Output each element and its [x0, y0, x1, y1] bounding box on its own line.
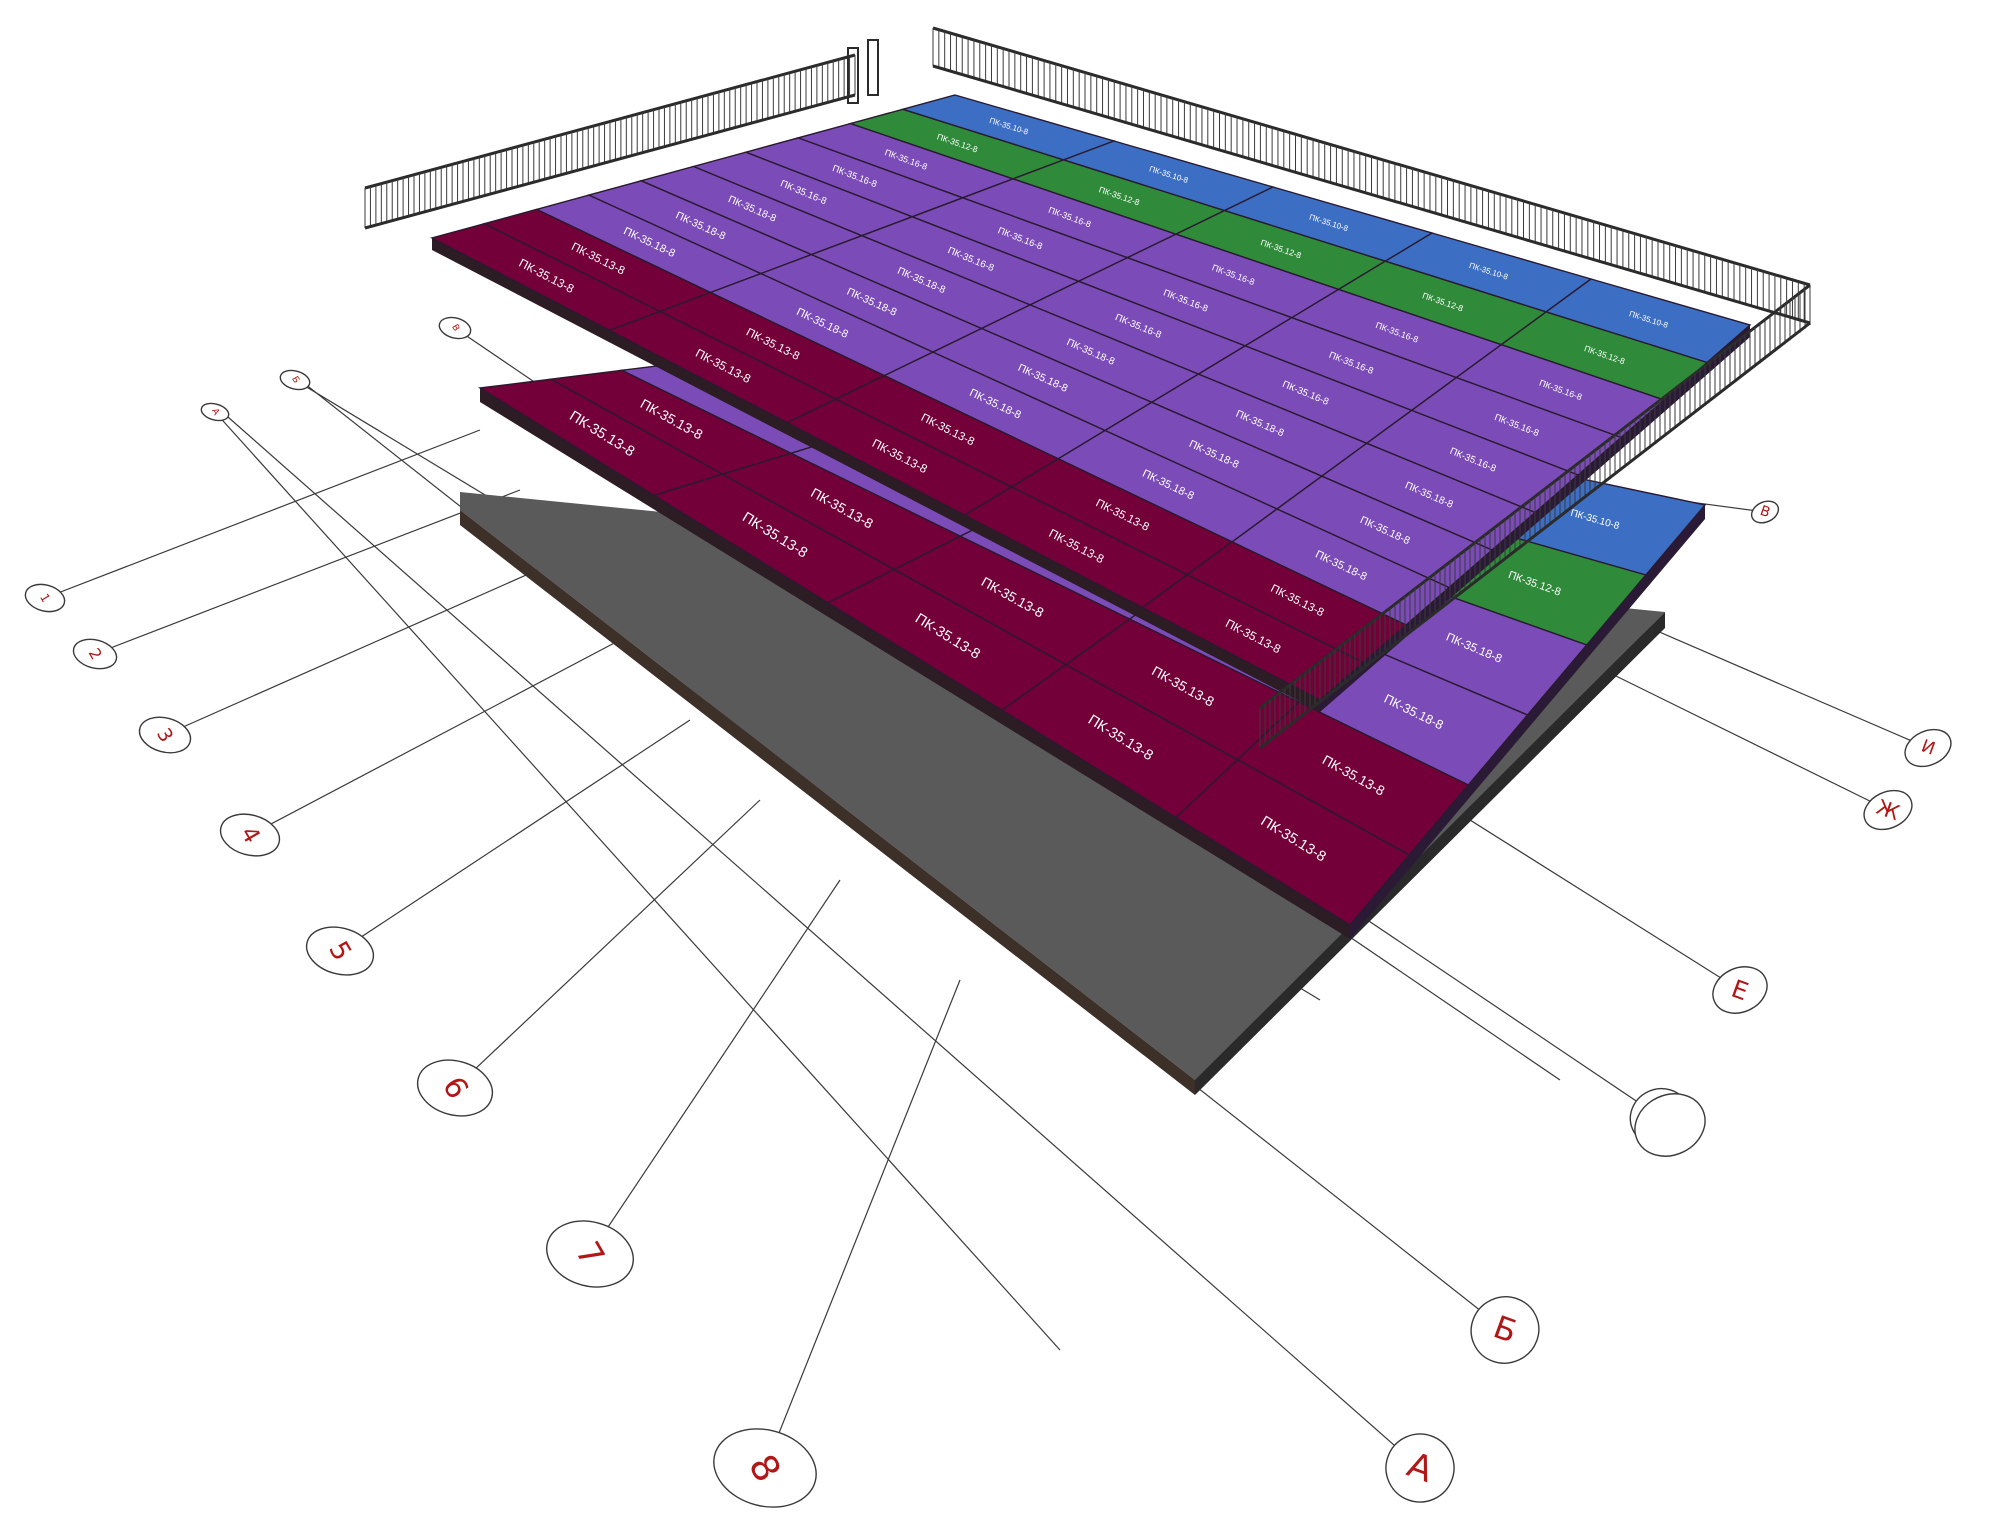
axis-bubble-letter-2-overlap [1634, 1093, 1706, 1157]
axis-line-1 [44, 429, 481, 599]
axis-bubble-1: 1 [24, 583, 66, 613]
axis-bubble-3-circle [138, 716, 192, 754]
foundation-side-right [1195, 612, 1665, 1095]
axis-line-3 [164, 559, 561, 736]
axis-bubble-8-circle [713, 1428, 817, 1508]
axis-bubble-small-2: Б [279, 369, 311, 391]
grid-axis-bubbles: 12345678АБДЕЖИВАБВ [24, 316, 1952, 1508]
lower-slab-edge-front [480, 388, 1350, 939]
axis-bubble-small-3: В [438, 316, 472, 340]
axis-bubble-small-1-label: А [209, 407, 221, 418]
railing-bottom-left [364, 93, 856, 230]
axis-bubble-letter-1-circle [1385, 1433, 1455, 1503]
axis-bubble-6: 6 [416, 1059, 494, 1117]
axis-bubble-2-circle [72, 638, 118, 670]
axis-bubble-letter-2: Б [1470, 1296, 1540, 1364]
axis-line-small-1 [214, 411, 1061, 1351]
axis-line-5 [339, 719, 691, 952]
axis-line-4 [249, 639, 621, 836]
axis-bubble-letter-6: И [1904, 728, 1952, 768]
axis-bubble-8: 8 [713, 1428, 817, 1508]
axis-bubble-small-2-circle [279, 369, 311, 391]
lower-slab-edge-right [1350, 505, 1705, 939]
axis-line-letter-1 [219, 409, 1421, 1469]
axis-bubble-4: 4 [219, 813, 281, 857]
axis-bubble-7-circle [545, 1220, 635, 1288]
axis-bubble-letter-1: А [1385, 1433, 1455, 1503]
axis-bubble-letter-5: Ж [1863, 789, 1913, 831]
upper-slab-edge-front [432, 238, 1320, 712]
axis-bubble-letter-4-circle [1712, 966, 1768, 1014]
axis-bubble-4-circle [219, 813, 281, 857]
axis-bubble-letter-2-circle [1470, 1296, 1540, 1364]
axis-bubble-letter-5-circle [1863, 789, 1913, 831]
axis-bubble-2: 2 [72, 638, 118, 670]
axis-bubble-small-3-label: В [449, 323, 461, 333]
railing-bottom-back [932, 64, 1811, 325]
axis-bubble-7: 7 [545, 1220, 635, 1288]
axis-bubble-letter-4: Е [1712, 966, 1768, 1014]
axis-bubble-letter-6-circle [1904, 728, 1952, 768]
railing-gate-post [847, 47, 859, 104]
axis-line-7 [589, 879, 841, 1255]
axis-line-2 [94, 489, 521, 655]
axis-bubble-5-circle [305, 926, 375, 976]
axis-bubble-small-1-circle [200, 402, 230, 422]
axis-bubble-1-circle [24, 583, 66, 613]
axis-bubble-small-1: А [200, 402, 230, 422]
upper-floor-slab: ПК-35.10-8ПК-35.10-8ПК-35.10-8ПК-35.10-8… [430, 94, 1752, 712]
axis-bubble-letter-2-overlap-circle [1634, 1093, 1706, 1157]
axis-bubble-small-2-label: Б [289, 375, 301, 385]
axis-bubble-letter-6-label: И [1918, 736, 1937, 759]
axis-line-6 [454, 799, 761, 1089]
railing-gate-post [867, 39, 879, 96]
axis-line-8 [764, 979, 961, 1469]
railing-bottom-right [1259, 321, 1811, 750]
axis-bubble-letter-7-circle [1750, 500, 1780, 524]
lower-slab-panel [1174, 758, 1411, 926]
axis-bubble-letter-7: В [1750, 500, 1780, 524]
axis-bubble-small-3-circle [438, 316, 472, 340]
axis-bubble-3: 3 [138, 716, 192, 754]
axis-bubble-6-circle [416, 1059, 494, 1117]
foundation-side-front [460, 510, 1195, 1095]
roof-railing [364, 26, 1811, 750]
axis-bubble-5: 5 [305, 926, 375, 976]
